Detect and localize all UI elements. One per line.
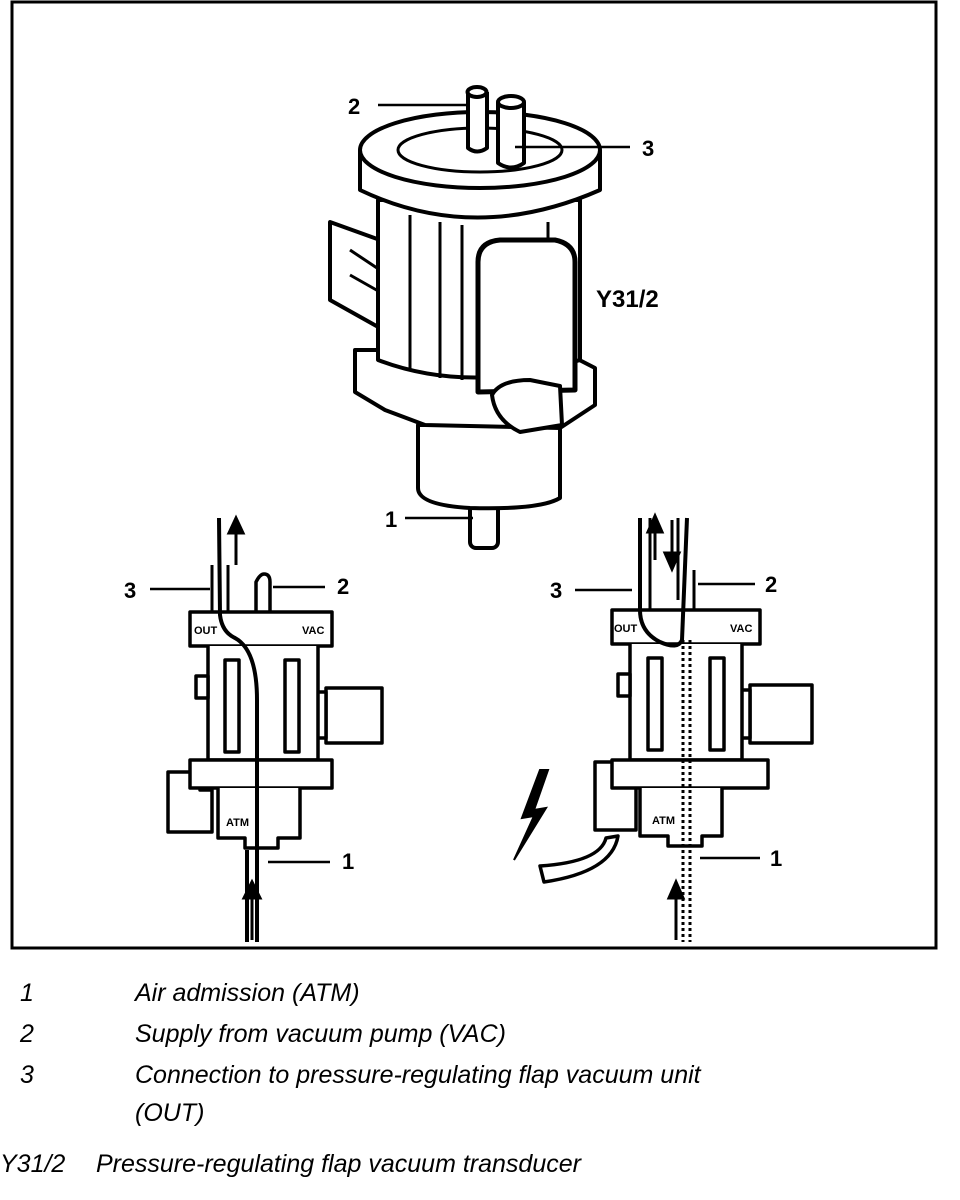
transducer-3d [328, 85, 602, 550]
right-callout-3: 3 [550, 578, 562, 603]
top-callout-1: 1 [385, 507, 397, 532]
right-callout-2: 2 [765, 572, 777, 597]
left-section-view [166, 572, 384, 850]
right-callout-1: 1 [770, 846, 782, 871]
legend-text: Air admission (ATM) [135, 979, 360, 1007]
right-port-vac: VAC [730, 623, 752, 635]
legend-number: 2 [20, 1020, 34, 1048]
right-arrows [645, 512, 686, 940]
right-section-view [538, 608, 814, 884]
right-blocked-atm-path [681, 640, 692, 942]
right-port-atm: ATM [652, 815, 675, 827]
right-callouts [575, 582, 760, 860]
right-port-out: OUT [614, 623, 638, 635]
left-callout-3: 3 [124, 578, 136, 603]
legend-text: Supply from vacuum pump (VAC) [135, 1020, 506, 1048]
left-callout-2: 2 [337, 574, 349, 599]
legend-text: (OUT) [135, 1099, 205, 1127]
caption-text: Pressure-regulating flap vacuum transduc… [96, 1150, 581, 1178]
left-callouts [150, 585, 330, 864]
energized-bolt-icon [513, 769, 550, 861]
figure-frame [10, 0, 938, 950]
legend-number: 3 [20, 1061, 34, 1089]
left-callout-1: 1 [342, 849, 354, 874]
top-callout-2: 2 [348, 94, 360, 119]
top-callout-3: 3 [642, 136, 654, 161]
figure-caption: Y31/2 Pressure-regulating flap vacuum tra… [0, 1150, 581, 1179]
left-arrows [226, 514, 263, 940]
transducer-diagram: 2 3 1 Y31/2 3 [10, 0, 938, 950]
component-label: Y31/2 [596, 286, 659, 313]
top-callouts [378, 103, 630, 520]
legend-number: 1 [20, 979, 34, 1007]
left-port-out: OUT [194, 625, 218, 637]
caption-id: Y31/2 [0, 1150, 66, 1178]
left-port-atm: ATM [226, 817, 249, 829]
legend-text: Connection to pressure-regulating flap v… [135, 1061, 701, 1089]
left-port-vac: VAC [302, 625, 324, 637]
